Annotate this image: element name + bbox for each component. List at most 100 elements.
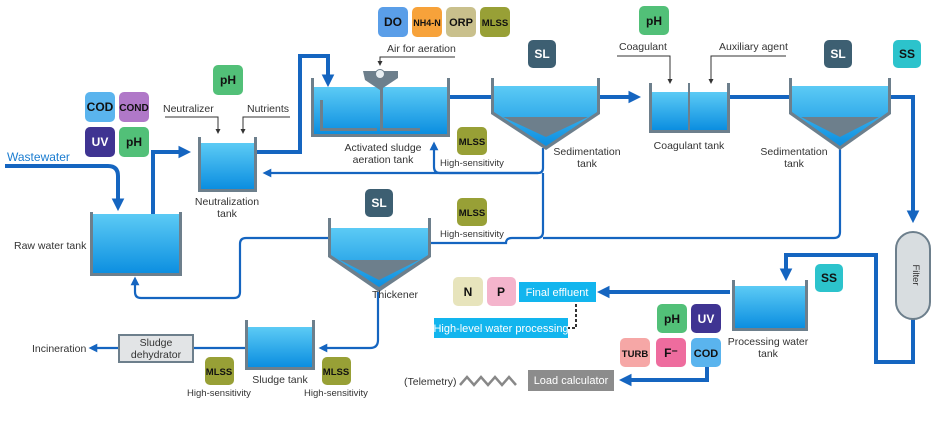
sed2-label-2: tank (784, 158, 805, 170)
sludge-tank[interactable] (245, 320, 315, 370)
filter-label: Filter (910, 264, 921, 285)
flow-thickener-to-sludge-tank (318, 292, 380, 353)
badge-ss-sed2[interactable]: SS (893, 40, 921, 68)
svg-text:COD: COD (87, 100, 114, 114)
nutrients-label: Nutrients (247, 103, 289, 115)
sedimentation-tank-1[interactable] (491, 78, 600, 150)
svg-text:SL: SL (534, 47, 549, 61)
svg-text:SL: SL (371, 196, 386, 210)
badge-ss-processing[interactable]: SS (815, 264, 843, 292)
flow-filter-to-processing (779, 253, 915, 364)
svg-text:N: N (464, 285, 473, 299)
thickener-label: Thickener (372, 289, 419, 301)
sensor-badges: COD COND UV pH pH DO NH4-N ORP MLSS MLSS… (85, 6, 921, 385)
telemetry-signal-icon (459, 375, 517, 387)
badge-mlss-return[interactable]: MLSS (457, 127, 487, 155)
badge-ph-raw[interactable]: pH (119, 127, 149, 157)
badge-mlss-sludge-left[interactable]: MLSS (205, 357, 234, 385)
coagulant-tank[interactable] (649, 83, 730, 133)
processing-label-2: tank (758, 348, 779, 360)
aeration-tank[interactable] (311, 69, 450, 138)
badge-turb[interactable]: TURB (620, 338, 650, 367)
badge-uv-processing[interactable]: UV (691, 304, 721, 333)
wastewater-label: Wastewater (7, 150, 70, 164)
return-sludge-to-aeration (429, 141, 538, 175)
high-level-processing-box[interactable]: High-level water processing (433, 318, 569, 338)
badge-mlss-thickener[interactable]: MLSS (457, 198, 487, 226)
badge-sl-thickener[interactable]: SL (365, 189, 393, 217)
flow-sed1-to-thickener (421, 173, 545, 248)
high-sensitivity-aeration: High-sensitivity (440, 158, 504, 169)
sed1-label-2: tank (577, 158, 598, 170)
high-sensitivity-sludge-right: High-sensitivity (304, 388, 368, 399)
badge-p[interactable]: P (487, 277, 516, 306)
svg-text:F⁻: F⁻ (664, 346, 678, 360)
dehydrator-label-2: dehydrator (131, 349, 182, 361)
badge-do[interactable]: DO (378, 7, 408, 37)
svg-text:pH: pH (664, 312, 680, 326)
final-effluent-box[interactable]: Final effluent (519, 282, 596, 302)
badge-sl-sed1[interactable]: SL (528, 40, 556, 68)
badge-ph-processing[interactable]: pH (657, 304, 687, 333)
badge-mlss-aeration[interactable]: MLSS (480, 7, 510, 37)
neutralization-tank[interactable] (198, 137, 257, 192)
svg-text:COND: COND (119, 103, 148, 114)
additive-lines (165, 55, 786, 329)
filter-vessel[interactable]: Filter (895, 231, 931, 320)
thickener-tank[interactable] (328, 218, 431, 292)
load-calculator-box[interactable]: Load calculator (528, 370, 614, 391)
badge-cod-processing[interactable]: COD (691, 338, 721, 367)
badge-cod-raw[interactable]: COD (85, 92, 115, 122)
svg-text:UV: UV (698, 312, 715, 326)
svg-text:COD: COD (694, 348, 719, 360)
badge-ph-neutralization[interactable]: pH (213, 65, 243, 95)
final-effluent-label: Final effluent (526, 287, 589, 299)
load-calculator-label: Load calculator (534, 375, 609, 387)
flow-cod-to-load-calculator (618, 362, 709, 387)
flow-raw-to-neutralization (151, 145, 192, 216)
badge-n[interactable]: N (453, 277, 483, 306)
telemetry-label: (Telemetry) (404, 376, 457, 388)
return-sed1-to-neutralization (262, 148, 545, 178)
neutralization-label-2: tank (217, 208, 238, 220)
air-aeration-label: Air for aeration (387, 43, 456, 55)
badge-cond-raw[interactable]: COND (119, 92, 149, 122)
sed1-label-1: Sedimentation (553, 146, 620, 158)
svg-text:pH: pH (646, 14, 662, 28)
high-level-processing-label: High-level water processing (433, 323, 568, 335)
svg-text:TURB: TURB (622, 349, 649, 360)
svg-text:MLSS: MLSS (323, 367, 349, 378)
labels: Wastewater Raw water tank Neutralization… (7, 41, 828, 399)
svg-text:SS: SS (899, 47, 915, 61)
coagulant-tank-label: Coagulant tank (654, 140, 725, 152)
svg-text:ORP: ORP (449, 17, 473, 29)
badge-sl-sed2[interactable]: SL (824, 40, 852, 68)
high-sensitivity-thickener: High-sensitivity (440, 229, 504, 240)
svg-text:MLSS: MLSS (206, 367, 232, 378)
badge-mlss-sludge-right[interactable]: MLSS (322, 357, 351, 385)
raw-water-tank[interactable] (90, 212, 182, 276)
svg-text:UV: UV (92, 135, 109, 149)
processing-water-tank[interactable] (732, 280, 808, 331)
badge-uv-raw[interactable]: UV (85, 127, 115, 157)
svg-text:DO: DO (384, 15, 402, 29)
sludge-dehydrator[interactable]: Sludge dehydrator (118, 334, 194, 363)
aeration-label-1: Activated sludge (344, 142, 421, 154)
badge-ph-coagulant[interactable]: pH (639, 6, 669, 35)
badge-orp[interactable]: ORP (446, 7, 476, 37)
processing-label-1: Processing water (728, 336, 809, 348)
high-sensitivity-sludge-left: High-sensitivity (187, 388, 251, 399)
flow-sed2-to-thickener (543, 148, 842, 240)
svg-text:pH: pH (220, 73, 236, 87)
sedimentation-tank-2[interactable] (789, 78, 891, 150)
badge-nh4n[interactable]: NH4-N (412, 7, 442, 37)
auxiliary-agent-label: Auxiliary agent (719, 41, 788, 53)
neutralizer-label: Neutralizer (163, 103, 214, 115)
dehydrator-label-1: Sludge (140, 337, 173, 349)
svg-text:SS: SS (821, 271, 837, 285)
incineration-label: Incineration (32, 343, 86, 355)
svg-text:MLSS: MLSS (459, 208, 485, 219)
badge-fluoride[interactable]: F⁻ (656, 338, 686, 367)
aeration-label-2: aeration tank (353, 154, 414, 166)
